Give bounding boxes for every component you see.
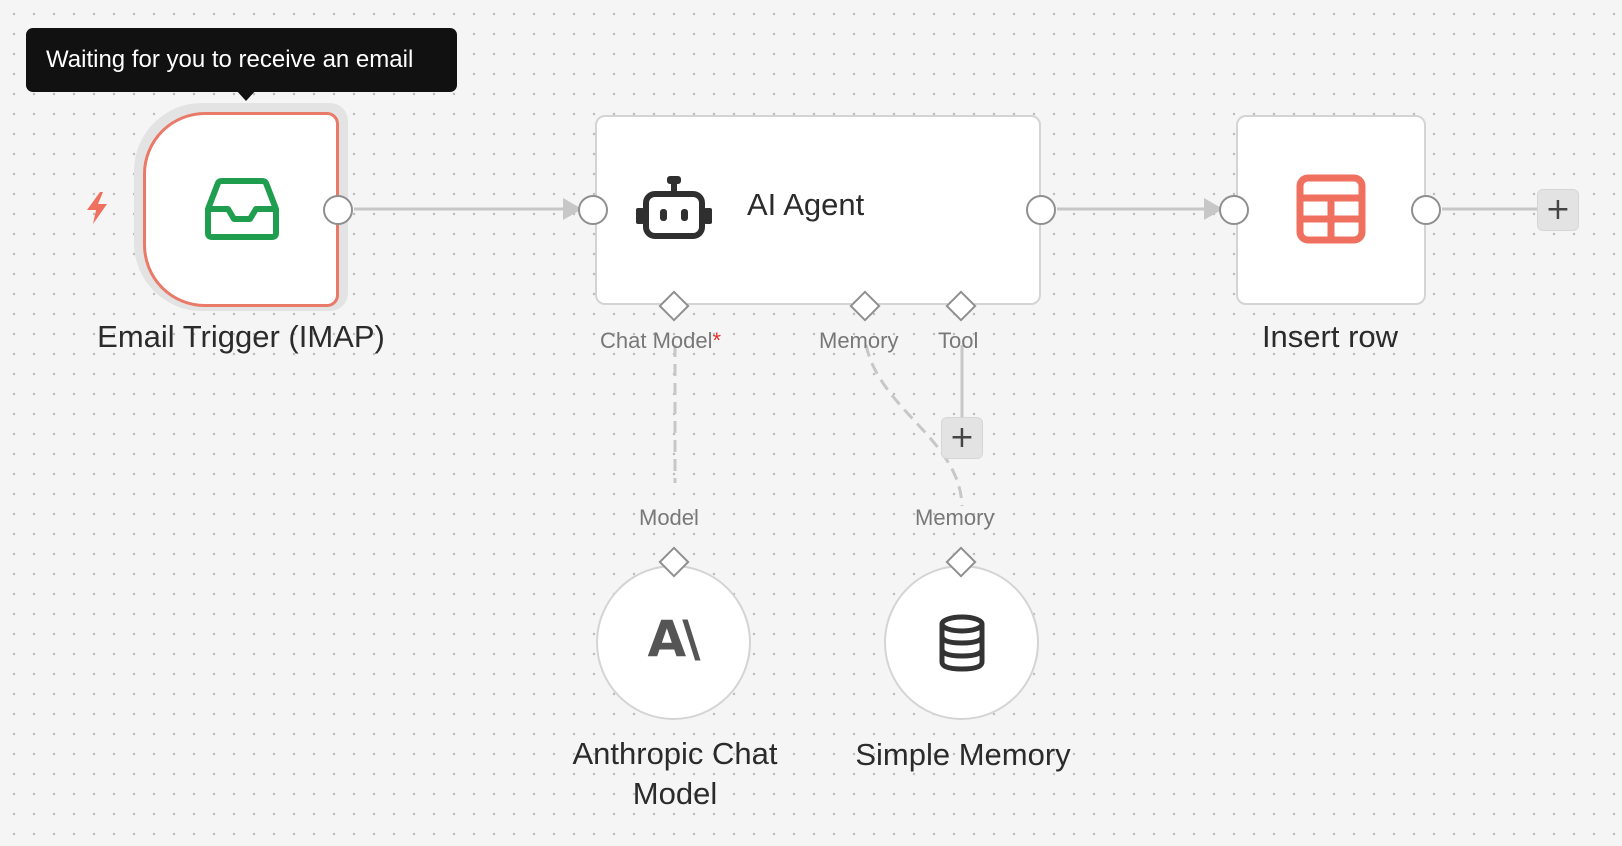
memory-port-label: Memory [819,328,899,353]
anthropic-chat-model-label: Anthropic Chat Model [572,736,778,811]
simple-memory-label: Simple Memory [855,737,1071,772]
anthropic-chat-model-node[interactable] [596,565,751,720]
robot-icon [636,176,712,239]
memory-input-label: Memory [915,505,995,530]
add-node-button[interactable]: + [1537,189,1579,231]
tool-port-label: Tool [938,328,979,353]
chat-model-port-label: Chat Model* [600,328,722,353]
trigger-bolt-icon [87,192,107,224]
email-trigger-label: Email Trigger (IMAP) [97,319,385,354]
status-tooltip: Waiting for you to receive an email [26,28,457,92]
add-tool-button[interactable]: + [941,417,983,459]
agent-input-handle[interactable] [578,195,608,225]
inbox-icon [205,178,279,240]
tooltip-arrow [236,90,256,101]
ai-agent-label: AI Agent [747,187,865,222]
anthropic-logo-icon: A\ [647,610,701,668]
trigger-output-handle[interactable] [323,195,353,225]
agent-output-handle[interactable] [1026,195,1056,225]
ai-agent-node[interactable] [595,115,1041,305]
email-trigger-node[interactable] [143,112,339,307]
table-icon [1296,174,1366,244]
model-input-label: Model [639,505,699,530]
memory-connection-dashed [864,344,964,507]
database-icon [939,614,985,672]
main-connection-trigger-agent [354,198,582,220]
main-connection-agent-insert [1057,198,1223,220]
insert-row-label: Insert row [1261,319,1399,354]
tooltip-text: Waiting for you to receive an email [46,46,414,73]
insert-output-handle[interactable] [1411,195,1441,225]
insert-input-handle[interactable] [1219,195,1249,225]
